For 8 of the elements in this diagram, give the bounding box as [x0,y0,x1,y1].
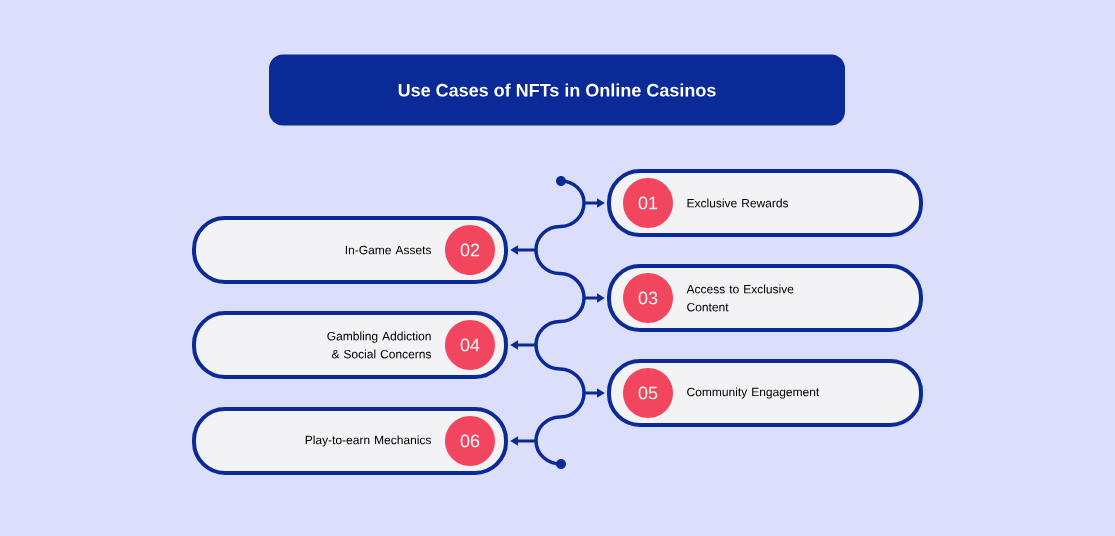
number-badge: 03 [623,273,673,323]
title-banner: Use Cases of NFTs in Online Casinos [269,54,845,126]
number-badge: 06 [445,416,495,466]
number-badge: 05 [623,368,673,418]
number-badge: 02 [445,225,495,275]
wavy-line [534,176,586,469]
number-badge: 01 [623,178,673,228]
number-badge: 04 [445,320,495,370]
